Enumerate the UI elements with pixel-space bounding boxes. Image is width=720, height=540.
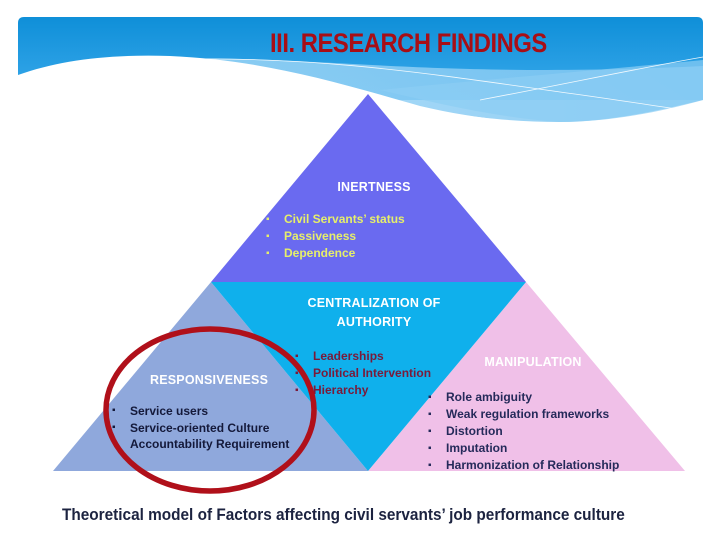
list-item: Accountability Requirement	[112, 436, 289, 453]
list-item: Imputation	[428, 440, 619, 457]
list-item: Leaderships	[295, 348, 431, 365]
inertness-label: INERTNESS	[337, 180, 411, 194]
list-item: Service-oriented Culture	[112, 420, 289, 437]
list-item: Civil Servants’ status	[266, 211, 405, 228]
slide-title: III. RESEARCH FINDINGS	[270, 28, 547, 58]
list-item: Role ambiguity	[428, 389, 619, 406]
responsiveness-label: RESPONSIVENESS	[150, 373, 269, 387]
list-item: Harmonization of Relationship	[428, 457, 619, 474]
manipulation-label: MANIPULATION	[484, 355, 582, 369]
inertness-list: Civil Servants’ status Passiveness Depen…	[266, 211, 405, 262]
list-item: Dependence	[266, 245, 405, 262]
manipulation-list: Role ambiguity Weak regulation framework…	[428, 389, 619, 474]
centralization-label-line2: AUTHORITY	[336, 315, 412, 329]
list-item: Passiveness	[266, 228, 405, 245]
diagram-caption: Theoretical model of Factors affecting c…	[62, 506, 625, 524]
list-item: Hierarchy	[295, 382, 431, 399]
list-item: Weak regulation frameworks	[428, 406, 619, 423]
centralization-label-line1: CENTRALIZATION OF	[307, 296, 441, 310]
list-item: Political Intervention	[295, 365, 431, 382]
list-item: Distortion	[428, 423, 619, 440]
centralization-list: Leaderships Political Intervention Hiera…	[295, 348, 431, 399]
list-item: Service users	[112, 403, 289, 420]
responsiveness-list: Service users Service-oriented Culture A…	[112, 403, 289, 453]
